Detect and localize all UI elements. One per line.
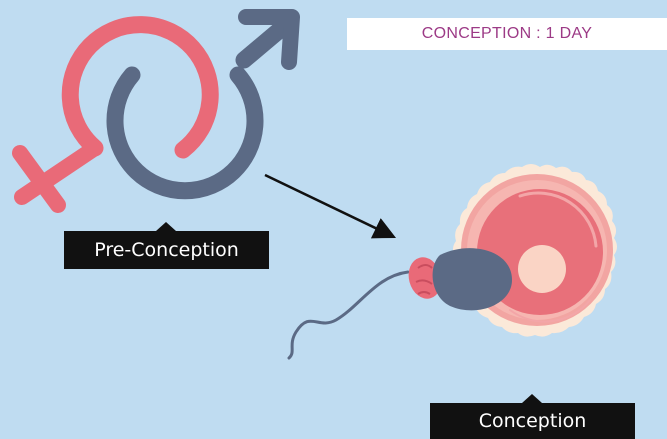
sperm-tail: [289, 272, 408, 358]
pre-conception-label-text: Pre-Conception: [94, 239, 239, 261]
conception-label-text: Conception: [479, 410, 587, 432]
pre-conception-label: Pre-Conception: [64, 231, 269, 269]
sperm-icon: [289, 248, 512, 358]
pre-conception-label-pointer: [156, 222, 176, 231]
sperm-head: [433, 248, 512, 310]
title-banner: CONCEPTION : 1 DAY: [347, 18, 667, 50]
egg-nucleus: [518, 245, 566, 293]
conception-label: Conception: [430, 403, 635, 439]
conception-label-pointer: [522, 394, 542, 403]
page-title: CONCEPTION : 1 DAY: [422, 25, 592, 43]
arrow-icon: [265, 175, 392, 236]
